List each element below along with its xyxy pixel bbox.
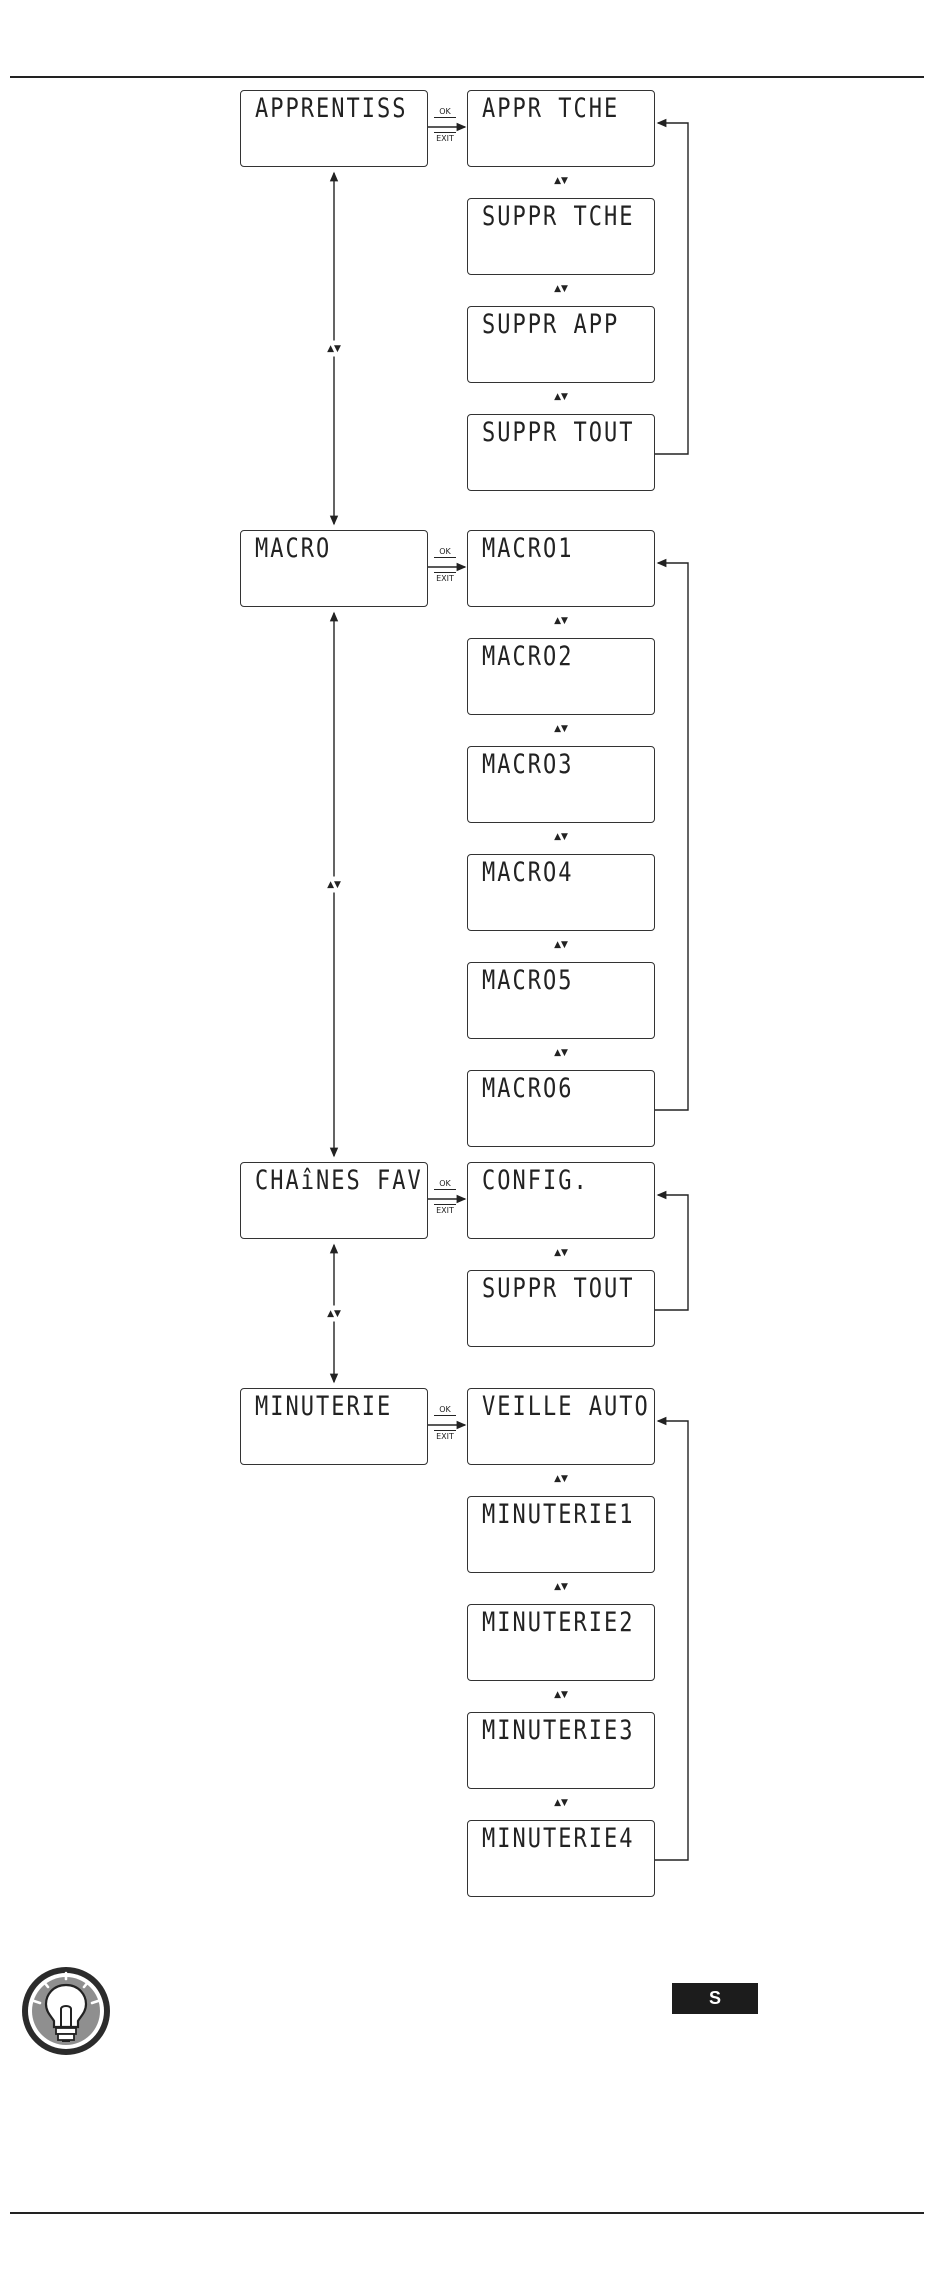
ok-exit-indicator-minuterie: OK EXIT: [434, 1405, 456, 1441]
ok-exit-indicator-macro: OK EXIT: [434, 547, 456, 583]
submenu-chaines-fav-1-text: CONFIG.: [482, 1166, 589, 1196]
ok-label: OK: [434, 1179, 456, 1190]
exit-label: EXIT: [434, 1430, 456, 1441]
menu-apprentiss: APPRENTISS: [240, 90, 428, 167]
submenu-apprentiss-3: SUPPR APP: [467, 306, 655, 383]
menu-minuterie-text: MINUTERIE: [255, 1392, 392, 1422]
submenu-apprentiss-4-text: SUPPR TOUT: [482, 418, 634, 448]
submenu-apprentiss-1-text: APPR TCHE: [482, 94, 619, 124]
nav-updown-minuterie-2: ▲▼: [551, 1582, 571, 1592]
nav-updown-minuterie-1: ▲▼: [551, 1474, 571, 1484]
submenu-minuterie-5: MINUTERIE4: [467, 1820, 655, 1897]
nav-updown-macro-4: ▲▼: [551, 940, 571, 950]
submenu-macro-2: MACRO2: [467, 638, 655, 715]
exit-label: EXIT: [434, 572, 456, 583]
nav-updown-macro-1: ▲▼: [551, 616, 571, 626]
nav-updown-minuterie-4: ▲▼: [551, 1798, 571, 1808]
nav-updown-apprentiss-2: ▲▼: [551, 284, 571, 294]
loop-arrow-apprentiss: [655, 123, 688, 454]
submenu-minuterie-2-text: MINUTERIE1: [482, 1500, 634, 1530]
nav-updown-main-1: ▲▼: [324, 344, 344, 354]
menu-apprentiss-text: APPRENTISS: [255, 94, 407, 124]
submenu-macro-6: MACRO6: [467, 1070, 655, 1147]
submenu-minuterie-1-text: VEILLE AUTO: [482, 1392, 650, 1422]
exit-label: EXIT: [434, 132, 456, 143]
lightbulb-icon: [20, 1965, 112, 2057]
ok-exit-indicator-chaines-fav: OK EXIT: [434, 1179, 456, 1215]
submenu-apprentiss-2-text: SUPPR TCHE: [482, 202, 634, 232]
menu-macro: MACRO: [240, 530, 428, 607]
nav-updown-macro-5: ▲▼: [551, 1048, 571, 1058]
submenu-macro-3-text: MACRO3: [482, 750, 573, 780]
submenu-apprentiss-1: APPR TCHE: [467, 90, 655, 167]
submenu-macro-2-text: MACRO2: [482, 642, 573, 672]
submenu-minuterie-4: MINUTERIE3: [467, 1712, 655, 1789]
nav-updown-macro-2: ▲▼: [551, 724, 571, 734]
submenu-apprentiss-3-text: SUPPR APP: [482, 310, 619, 340]
ok-label: OK: [434, 547, 456, 558]
submenu-macro-1-text: MACRO1: [482, 534, 573, 564]
submenu-minuterie-2: MINUTERIE1: [467, 1496, 655, 1573]
nav-updown-main-3: ▲▼: [324, 1309, 344, 1319]
submenu-macro-6-text: MACRO6: [482, 1074, 573, 1104]
exit-label: EXIT: [434, 1204, 456, 1215]
loop-arrow-chaines-fav: [655, 1195, 688, 1310]
submenu-minuterie-3: MINUTERIE2: [467, 1604, 655, 1681]
submenu-minuterie-3-text: MINUTERIE2: [482, 1608, 634, 1638]
nav-updown-main-2: ▲▼: [324, 880, 344, 890]
menu-chaines-fav: CHAîNES FAV: [240, 1162, 428, 1239]
submenu-macro-4: MACRO4: [467, 854, 655, 931]
submenu-minuterie-1: VEILLE AUTO: [467, 1388, 655, 1465]
loop-arrow-macro: [655, 563, 688, 1110]
hint-lightbulb: [20, 1965, 112, 2057]
ok-label: OK: [434, 1405, 456, 1416]
menu-macro-text: MACRO: [255, 534, 331, 564]
loop-arrow-minuterie: [655, 1421, 688, 1860]
ok-label: OK: [434, 107, 456, 118]
nav-updown-apprentiss-3: ▲▼: [551, 392, 571, 402]
submenu-macro-1: MACRO1: [467, 530, 655, 607]
nav-updown-minuterie-3: ▲▼: [551, 1690, 571, 1700]
submenu-apprentiss-4: SUPPR TOUT: [467, 414, 655, 491]
submenu-minuterie-5-text: MINUTERIE4: [482, 1824, 634, 1854]
nav-updown-macro-3: ▲▼: [551, 832, 571, 842]
submenu-apprentiss-2: SUPPR TCHE: [467, 198, 655, 275]
submenu-chaines-fav-1: CONFIG.: [467, 1162, 655, 1239]
submenu-chaines-fav-2: SUPPR TOUT: [467, 1270, 655, 1347]
ok-exit-indicator-apprentiss: OK EXIT: [434, 107, 456, 143]
submenu-macro-4-text: MACRO4: [482, 858, 573, 888]
menu-chaines-fav-text: CHAîNES FAV: [255, 1166, 423, 1196]
submenu-chaines-fav-2-text: SUPPR TOUT: [482, 1274, 634, 1304]
submenu-minuterie-4-text: MINUTERIE3: [482, 1716, 634, 1746]
section-badge: S: [672, 1983, 758, 2014]
submenu-macro-3: MACRO3: [467, 746, 655, 823]
submenu-macro-5: MACRO5: [467, 962, 655, 1039]
submenu-macro-5-text: MACRO5: [482, 966, 573, 996]
nav-updown-apprentiss-1: ▲▼: [551, 176, 571, 186]
nav-updown-chaines-fav-1: ▲▼: [551, 1248, 571, 1258]
menu-minuterie: MINUTERIE: [240, 1388, 428, 1465]
